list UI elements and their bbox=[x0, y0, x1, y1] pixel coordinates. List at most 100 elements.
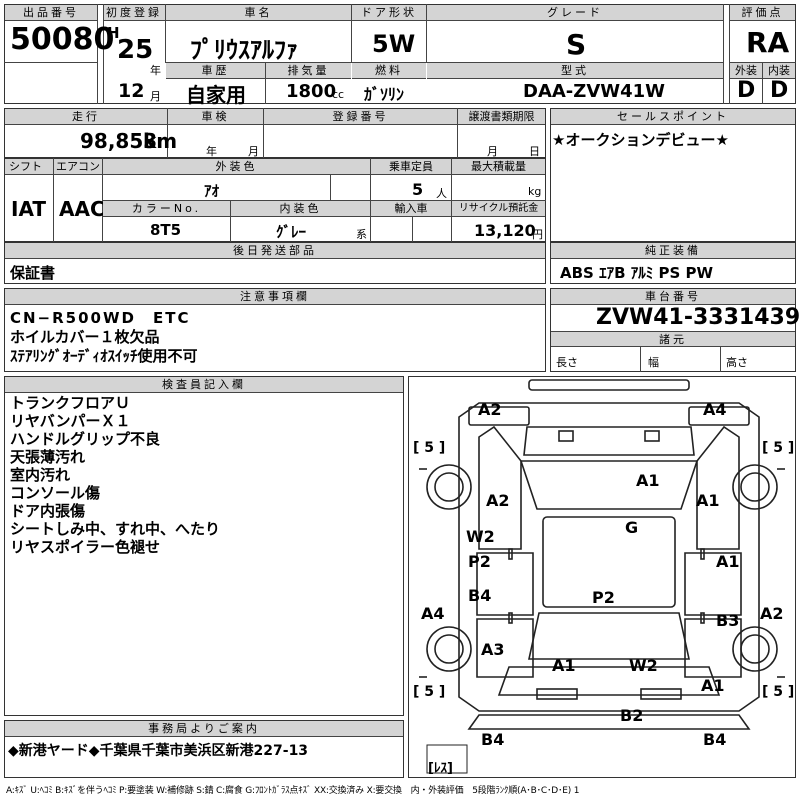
tire-mark-fr: [ 5 ] bbox=[762, 440, 795, 456]
displacement-header: 排気量 bbox=[266, 63, 351, 79]
aircon: AAC bbox=[59, 197, 105, 221]
damage-right-rear-door: B3 bbox=[716, 611, 740, 630]
interior-score: D bbox=[770, 78, 789, 103]
interior-color-suffix: 系 bbox=[356, 228, 367, 241]
int-color-header: 内装色 bbox=[231, 201, 370, 217]
deadline-day-unit: 日 bbox=[529, 145, 540, 158]
grade: S bbox=[566, 28, 587, 61]
era: H bbox=[107, 24, 120, 42]
ext-color-header: 外装色 bbox=[103, 159, 370, 175]
damage-roof: P2 bbox=[592, 588, 615, 607]
displacement: 1800 bbox=[286, 81, 337, 102]
interior-header: 内装 bbox=[763, 63, 795, 79]
deadline-header: 譲渡書類期限 bbox=[458, 109, 545, 125]
inspector-box bbox=[4, 376, 404, 716]
damage-rear-left-corner: B4 bbox=[481, 730, 505, 749]
inspection-header: 車検 bbox=[168, 109, 263, 125]
lot-number: 50080 bbox=[10, 22, 115, 57]
spec-width: 幅 bbox=[648, 356, 659, 369]
capacity: 5 bbox=[412, 180, 424, 199]
first-reg-header: 初度登録 bbox=[103, 5, 165, 21]
genuine-equipment: ABS ｴｱB ｱﾙﾐ PS PW bbox=[560, 264, 714, 282]
inspector-line-2: リヤバンパーＸ１ bbox=[10, 412, 131, 430]
damage-right-rear-quarter: A2 bbox=[760, 604, 784, 623]
import-header: 輸入車 bbox=[371, 201, 451, 217]
equipment-box bbox=[550, 242, 796, 284]
car-name: ﾌﾟﾘｳｽｱﾙﾌｧ bbox=[190, 36, 298, 64]
inspector-line-6: コンソール傷 bbox=[10, 484, 101, 502]
insp-month-unit: 月 bbox=[248, 145, 259, 158]
tire-mark-rr: [ 5 ] bbox=[762, 684, 795, 700]
score: RA bbox=[746, 26, 790, 59]
equipment-header: 純正装備 bbox=[551, 243, 795, 259]
top-info-box bbox=[4, 4, 796, 104]
grade-header: グレード bbox=[427, 5, 723, 21]
damage-right-front-door: A1 bbox=[716, 552, 740, 571]
damage-left-fender: A2 bbox=[486, 491, 510, 510]
damage-right-fender: A1 bbox=[696, 491, 720, 510]
displacement-unit: cc bbox=[332, 88, 345, 101]
note-line-2: ホイルカバー１枚欠品 bbox=[10, 328, 160, 346]
tire-mark-fl: [ 5 ] bbox=[413, 440, 446, 456]
door-type: 5W bbox=[372, 30, 416, 58]
model-header: 型式 bbox=[427, 63, 723, 79]
damage-front-right-corner: A4 bbox=[703, 400, 727, 419]
aircon-header: エアコン bbox=[54, 159, 102, 175]
parts-sent-later: 保証書 bbox=[10, 264, 56, 282]
deadline-month-unit: 月 bbox=[487, 145, 498, 158]
car-history: 自家用 bbox=[186, 83, 246, 107]
office-box bbox=[4, 720, 404, 778]
damage-rear-window-right: W2 bbox=[629, 656, 658, 675]
spare-mark: [ﾚｽ] bbox=[428, 761, 453, 776]
history-header: 車歴 bbox=[166, 63, 265, 79]
car-diagram bbox=[419, 379, 785, 774]
interior-color: ｸﾞﾚｰ bbox=[276, 223, 307, 241]
recycle-unit: 円 bbox=[532, 228, 543, 241]
registration-header: 登録番号 bbox=[264, 109, 457, 125]
year-unit: 年 bbox=[150, 64, 161, 77]
model: DAA-ZVW41W bbox=[523, 81, 666, 102]
color-no: 8T5 bbox=[150, 221, 182, 239]
car-name-header: 車名 bbox=[166, 5, 351, 21]
chassis-box bbox=[550, 288, 796, 372]
sales-point-box bbox=[550, 108, 796, 242]
lot-header: 出品番号 bbox=[5, 5, 97, 21]
color-no-header: カラーNo. bbox=[103, 201, 230, 217]
legend: A:ｷｽﾞ U:ﾍｺﾐ B:ｷｽﾞを伴うﾍｺﾐ P:要塗装 W:補修跡 S:錆 … bbox=[6, 786, 580, 796]
parts-box bbox=[4, 242, 546, 284]
specs-header: 諸元 bbox=[551, 331, 795, 347]
spec-height: 高さ bbox=[726, 356, 748, 369]
exterior-score: D bbox=[737, 78, 756, 103]
note-line-3: ｽﾃｱﾘﾝｸﾞｵｰﾃﾞｨｵｽｲｯﾁ使用不可 bbox=[10, 347, 198, 365]
car-diagram-box bbox=[408, 376, 796, 778]
inspector-line-3: ハンドルグリップ不良 bbox=[10, 430, 161, 448]
capacity-unit: 人 bbox=[436, 187, 447, 200]
inspector-line-7: ドア内張傷 bbox=[10, 502, 86, 520]
reg-month: 12 bbox=[118, 80, 145, 102]
exterior-header: 外装 bbox=[730, 63, 762, 79]
sales-point: ★オークションデビュー★ bbox=[552, 131, 729, 149]
inspector-header: 検査員記入欄 bbox=[5, 377, 403, 393]
reg-year: 25 bbox=[117, 35, 154, 65]
office-notes: ◆新港ヤード◆千葉県千葉市美浜区新港227-13 bbox=[8, 743, 309, 759]
max-load-unit: kg bbox=[528, 185, 542, 198]
notes-header: 注意事項欄 bbox=[5, 289, 545, 305]
exterior-color: ｱｵ bbox=[204, 182, 220, 200]
month-unit: 月 bbox=[150, 90, 161, 103]
tire-mark-rl: [ 5 ] bbox=[413, 684, 446, 700]
fuel: ｶﾞｿﾘﾝ bbox=[364, 85, 405, 104]
shift-header: シフト bbox=[5, 159, 53, 175]
mileage-unit: km bbox=[143, 129, 178, 153]
max-load-header: 最大積載量 bbox=[452, 159, 545, 175]
chassis-header: 車台番号 bbox=[551, 289, 795, 305]
damage-windshield: G bbox=[625, 518, 639, 537]
damage-left-front-door-1: W2 bbox=[466, 527, 495, 546]
insp-year-unit: 年 bbox=[206, 145, 217, 158]
score-header: 評価点 bbox=[730, 5, 795, 21]
inspector-line-9: リヤスポイラー色褪せ bbox=[10, 538, 161, 556]
chassis-number: ZVW41-3331439 bbox=[596, 305, 800, 330]
damage-rear-bumper: B2 bbox=[620, 706, 644, 725]
damage-rear-right-corner: B4 bbox=[703, 730, 727, 749]
inspector-line-5: 室内汚れ bbox=[10, 466, 71, 484]
mileage-header: 走行 bbox=[5, 109, 167, 125]
